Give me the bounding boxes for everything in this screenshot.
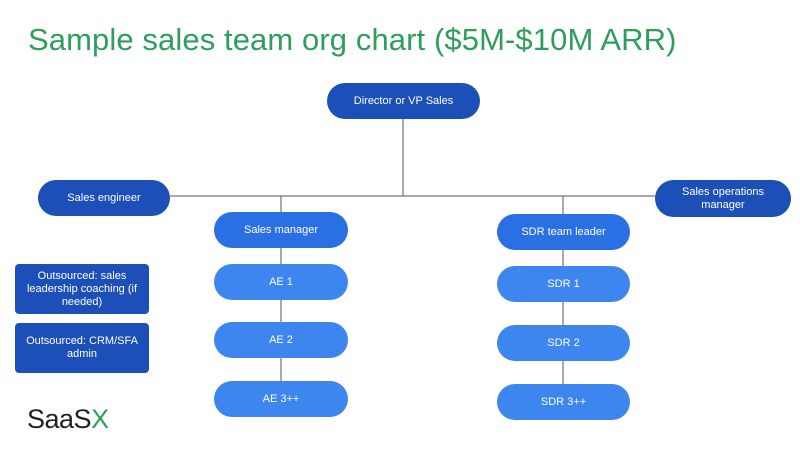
slide-title: Sample sales team org chart ($5M-$10M AR… <box>28 22 677 57</box>
node-sales-engineer: Sales engineer <box>38 180 170 216</box>
node-sdr-1: SDR 1 <box>497 266 630 302</box>
outsourced-coaching-box: Outsourced: sales leadership coaching (i… <box>15 264 149 314</box>
node-ae-1: AE 1 <box>214 264 348 300</box>
node-ae-3: AE 3++ <box>214 381 348 417</box>
node-sdr-team-leader: SDR team leader <box>497 214 630 250</box>
node-director: Director or VP Sales <box>327 83 480 119</box>
outsourced-crm-box: Outsourced: CRM/SFA admin <box>15 323 149 373</box>
saasx-logo: SaaSX <box>27 404 109 435</box>
node-sales-operations-manager: Sales operations manager <box>655 180 791 217</box>
node-sdr-2: SDR 2 <box>497 325 630 361</box>
logo-wordmark: SaaS <box>27 404 92 434</box>
logo-x-mark: X <box>91 404 109 434</box>
node-sdr-3: SDR 3++ <box>497 384 630 420</box>
node-sales-manager: Sales manager <box>214 212 348 248</box>
node-ae-2: AE 2 <box>214 322 348 358</box>
